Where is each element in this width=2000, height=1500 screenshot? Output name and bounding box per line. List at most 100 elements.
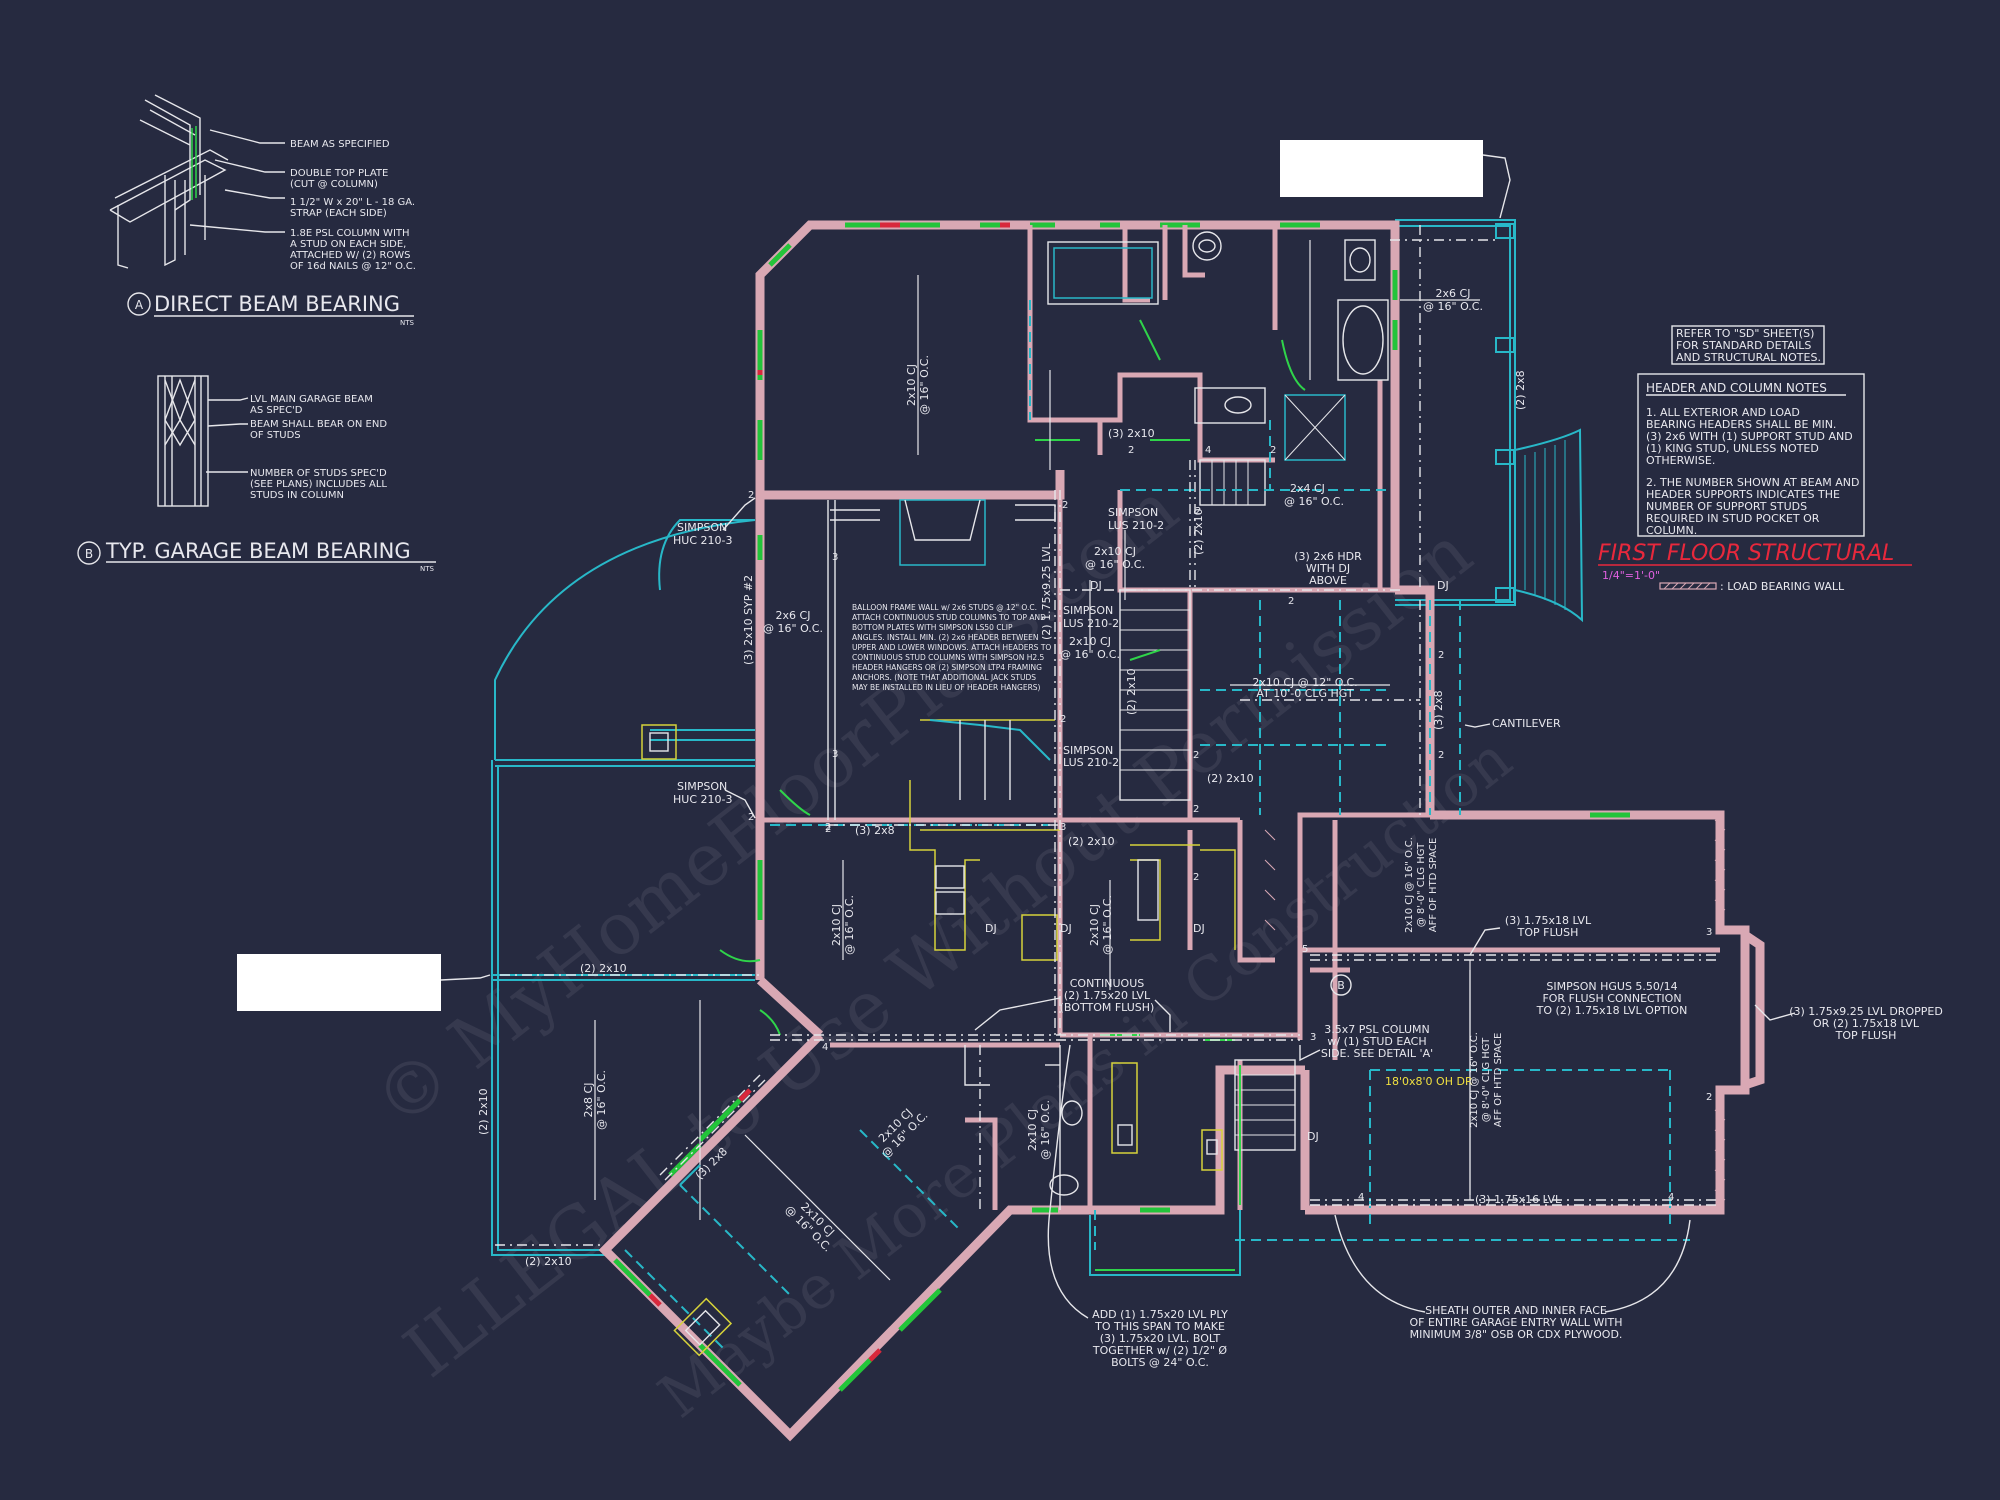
stud-count-19: 2: [825, 822, 831, 833]
detail-a-callout-9: OF 16d NAILS @ 12" O.C.: [290, 261, 416, 272]
detail-b-callout-1: LVL MAIN GARAGE BEAM: [250, 394, 373, 405]
label-hdr-2x10-porch: (2) 2x10: [580, 962, 627, 975]
label-cj-garage-lvl-3: AFF OF HTD SPACE: [1428, 838, 1439, 933]
balloon-note-1: BALLOON FRAME WALL w/ 2x6 STUDS @ 12" O.…: [852, 603, 1037, 612]
label-simpson-lus-top-2: LUS 210-2: [1108, 519, 1164, 532]
left-porch: [491, 519, 756, 1256]
sheath-note-2: OF ENTIRE GARAGE ENTRY WALL WITH: [1410, 1316, 1623, 1329]
label-lvl-dropped-1: (3) 1.75x9.25 LVL DROPPED: [1789, 1005, 1943, 1018]
label-hdr-dj-1: (3) 2x6 HDR: [1294, 550, 1362, 563]
balloon-note-6: CONTINUOUS STUD COLUMNS WITH SIMPSON H2.…: [852, 653, 1044, 662]
refer-note-line-3: AND STRUCTURAL NOTES.: [1676, 351, 1821, 364]
label-dj-k4: DJ: [1307, 1130, 1319, 1143]
label-simpson-lus-low-2: LUS 210-2: [1063, 756, 1119, 769]
stud-count-26: 4: [1668, 1192, 1674, 1203]
stud-count-1: 2: [748, 490, 754, 501]
label-cj-clg-2: AT 10'-0 CLG HGT: [1256, 687, 1354, 700]
stud-count-17: 2: [1193, 804, 1199, 815]
detail-a-callout-1: BEAM AS SPECIFIED: [290, 139, 390, 150]
detail-a-callout-5: STRAP (EACH SIDE): [290, 208, 387, 219]
master-bath-fixtures: [1035, 231, 1389, 461]
stud-count-11: 2: [1195, 506, 1201, 517]
label-cj-kitchen-2: @ 16" O.C.: [843, 895, 856, 955]
label-beam-porch-v: (2) 2x10: [477, 1088, 490, 1135]
sheet-scale: 1/4"=1'-0": [1602, 569, 1660, 582]
add-lvl-note-2: TO THIS SPAN TO MAKE: [1094, 1320, 1225, 1333]
stud-count-12: 2: [1288, 596, 1294, 607]
label-simpson-huc-top-2: HUC 210-3: [673, 534, 732, 547]
add-lvl-note-5: BOLTS @ 24" O.C.: [1111, 1356, 1209, 1369]
label-cj-mid-1: 2x10 CJ: [1069, 635, 1111, 648]
stud-count-7: 2: [1060, 714, 1066, 725]
detail-b-scale: NTS: [420, 565, 435, 573]
label-hdr-dj-3: ABOVE: [1309, 574, 1347, 587]
plan-labels: 2x10 CJ @ 16" O.C. 2x6 CJ @ 16" O.C. (2)…: [477, 287, 1943, 1369]
sheet-title-block: FIRST FLOOR STRUCTURAL 1/4"=1'-0" : LOAD…: [1598, 541, 1912, 593]
detail-b-garage-beam-bearing: LVL MAIN GARAGE BEAM AS SPEC'D BEAM SHAL…: [77, 375, 436, 573]
span-arrows: [594, 240, 1480, 1281]
label-cj-bath-2: @ 16" O.C.: [1039, 1100, 1052, 1160]
label-dj-1: DJ: [1090, 579, 1102, 592]
label-oh-door: 18'0x8'0 OH DR: [1385, 1075, 1473, 1088]
label-lvl-dropped-3: TOP FLUSH: [1835, 1029, 1897, 1042]
label-hdr-3-2x10: (3) 2x10: [1108, 427, 1155, 440]
detail-b-callout-5: NUMBER OF STUDS SPEC'D: [250, 468, 387, 479]
notes-title: HEADER AND COLUMN NOTES: [1646, 381, 1827, 395]
sheath-note-1: SHEATH OUTER AND INNER FACE: [1425, 1304, 1607, 1317]
stud-count-9: 4: [1205, 445, 1211, 456]
sheath-note-3: MINIMUM 3/8" OSB OR CDX PLYWOOD.: [1410, 1328, 1623, 1341]
label-cj-porch-1: 2x8 CJ: [582, 1083, 595, 1118]
stud-count-20: 4: [822, 1042, 828, 1053]
label-continuous-1: CONTINUOUS: [1070, 977, 1145, 990]
balloon-note-3: BOTTOM PLATES WITH SIMPSON LS50 CLIP: [852, 623, 1013, 632]
balloon-note-5: UPPER AND LOWER WINDOWS. ATTACH HEADERS …: [852, 643, 1051, 652]
label-simpson-hgus-3: TO (2) 1.75x18 LVL OPTION: [1536, 1004, 1688, 1017]
label-cj-family-1: 2x6 CJ: [776, 609, 811, 622]
stairs: [1119, 459, 1296, 1151]
stud-count-22: 3: [1310, 1032, 1316, 1043]
label-continuous-3: (BOTTOM FLUSH): [1060, 1001, 1155, 1014]
label-cj-garage-2-1: 2x10 CJ @ 16" O.C.: [1469, 1032, 1480, 1128]
label-lvl-bottom: (3) 1.75x16 LVL: [1475, 1193, 1562, 1206]
angled-wing: [624, 1074, 961, 1357]
label-simpson-lus-low-1: SIMPSON: [1063, 744, 1113, 757]
stud-count-8: 2: [1128, 445, 1134, 456]
stud-count-25: 4: [1358, 1192, 1364, 1203]
label-beam-porch-b: (2) 2x10: [525, 1255, 572, 1268]
label-simpson-lus-top-1: SIMPSON: [1108, 506, 1158, 519]
load-bearing-hatches: [1264, 819, 1726, 1201]
stud-count-markers: 2 2 3 3 2 2 2 2 4 2 2 2 2 2 2 3 2 2 2 4 …: [748, 445, 1712, 1203]
label-continuous-2: (2) 1.75x20 LVL: [1064, 989, 1151, 1002]
balloon-note-4: ANGLES. INSTALL MIN. (2) 2x6 HEADER BETW…: [852, 633, 1038, 642]
label-simpson-lus-mid-1: SIMPSON: [1063, 604, 1113, 617]
stud-count-4: 3: [832, 749, 838, 760]
detail-b-callout-3: BEAM SHALL BEAR ON END: [250, 419, 387, 430]
notes-line-10: REQUIRED IN STUD POCKET OR: [1646, 512, 1820, 525]
detail-a-title: DIRECT BEAM BEARING: [154, 292, 400, 316]
stud-count-6: 2: [825, 824, 831, 835]
label-beam-right: (2) 2x8: [1514, 370, 1527, 410]
front-entry-porch: [1395, 219, 1584, 623]
stud-count-23: 3: [1706, 927, 1712, 938]
stud-count-2: 2: [1062, 500, 1068, 511]
label-cj-garage-lvl-2: @ 8'-0" CLG HGT: [1416, 842, 1427, 927]
label-lvl-dropped-2: OR (2) 1.75x18 LVL: [1813, 1017, 1920, 1030]
stud-count-21: 5: [1302, 944, 1308, 955]
label-cj-garage-2-2: @ 8'-0" CLG HGT: [1481, 1037, 1492, 1122]
notes-line-5: OTHERWISE.: [1646, 454, 1715, 467]
stud-count-5: 2: [748, 812, 754, 823]
label-dj-k3: DJ: [1193, 922, 1205, 935]
detail-a-direct-beam-bearing: BEAM AS SPECIFIED DOUBLE TOP PLATE (CUT …: [109, 94, 416, 327]
detail-b-callout-7: STUDS IN COLUMN: [250, 490, 344, 501]
notes-line-8: HEADER SUPPORTS INDICATES THE: [1646, 488, 1840, 501]
kitchen: [909, 780, 1241, 1210]
detail-b-callout-4: OF STUDS: [250, 430, 301, 441]
stud-count-24: 2: [1706, 1092, 1712, 1103]
label-simpson-hgus-2: FOR FLUSH CONNECTION: [1542, 992, 1681, 1005]
label-cj-clg-1: 2x10 CJ @ 12" O.C.: [1252, 676, 1357, 689]
header-column-notes: HEADER AND COLUMN NOTES 1. ALL EXTERIOR …: [1637, 373, 1865, 537]
label-cj-garage-2-3: AFF OF HTD SPACE: [1493, 1033, 1504, 1128]
notes-line-7: 2. THE NUMBER SHOWN AT BEAM AND: [1646, 476, 1859, 489]
redacted-note-top: [1280, 140, 1483, 197]
label-hdr-dj-2: WITH DJ: [1306, 562, 1350, 575]
